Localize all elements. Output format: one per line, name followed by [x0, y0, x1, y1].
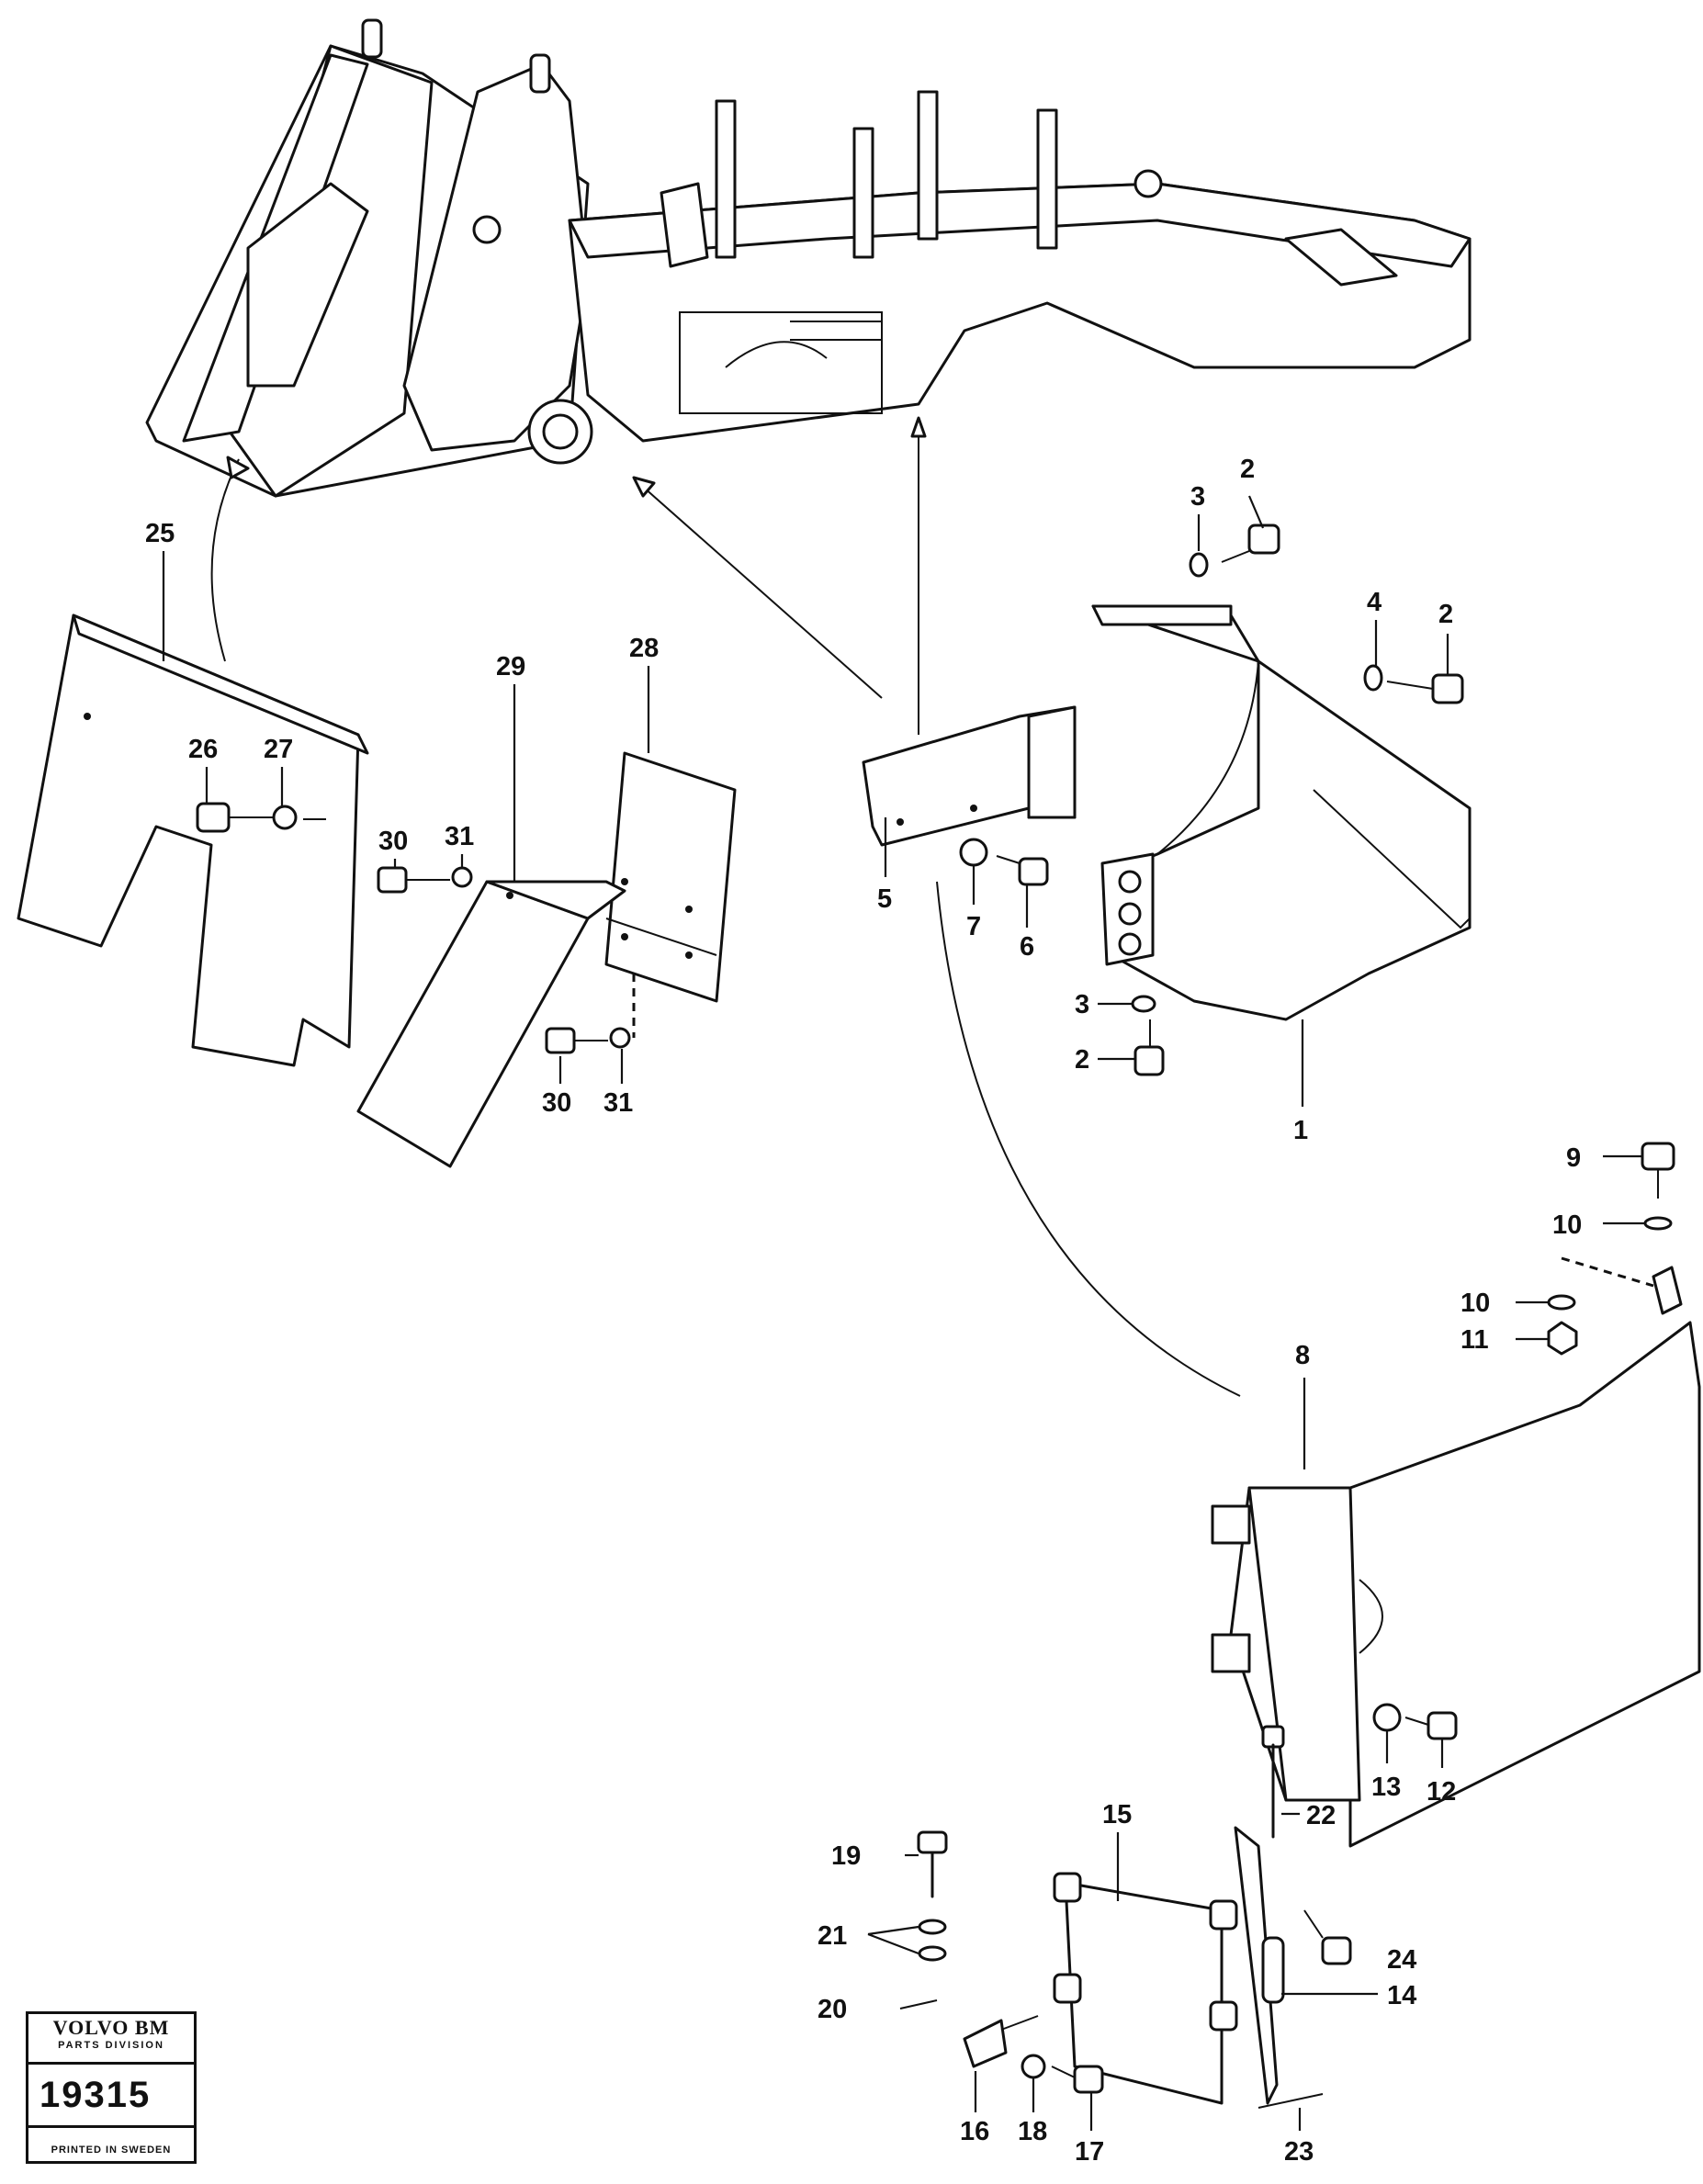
part-5-bracket: [862, 705, 1077, 847]
leader-lines: [162, 495, 1644, 2131]
main-frame: [145, 18, 1472, 498]
screw-26: [196, 802, 276, 833]
washer-31-top: [451, 866, 473, 888]
callout-30-top: 30: [378, 827, 408, 856]
callout-29: 29: [496, 652, 525, 681]
callout-31-bottom: 31: [603, 1088, 633, 1118]
screw-9: [1641, 1142, 1675, 1199]
callout-22: 22: [1306, 1801, 1336, 1830]
callout-9: 9: [1566, 1143, 1581, 1173]
callout-26: 26: [188, 735, 218, 764]
screw-20: [899, 1999, 938, 2010]
callout-20: 20: [818, 1995, 847, 2024]
screw-2-right: [1386, 673, 1464, 704]
washer-13: [1372, 1703, 1402, 1732]
rod-22: [1261, 1725, 1285, 1839]
badge-printed: PRINTED IN SWEDEN: [51, 2145, 172, 2156]
callout-10-bottom: 10: [1461, 1289, 1490, 1318]
screw-30-bottom: [545, 1027, 608, 1054]
callout-5: 5: [877, 884, 892, 914]
washer-3-bottom: [1131, 995, 1156, 1013]
callout-14: 14: [1387, 1981, 1416, 2010]
callout-15: 15: [1102, 1800, 1132, 1829]
badge-division: PARTS DIVISION: [58, 2040, 164, 2051]
callout-18: 18: [1018, 2117, 1047, 2146]
washer-10-top: [1643, 1216, 1673, 1231]
callout-11: 11: [1461, 1325, 1489, 1355]
callout-13: 13: [1371, 1773, 1401, 1802]
callout-16: 16: [960, 2117, 989, 2146]
callout-2-right: 2: [1438, 600, 1453, 629]
part-14-hinge: [1234, 1826, 1285, 2105]
callout-2-bottom: 2: [1075, 1045, 1089, 1075]
callout-2-top: 2: [1240, 455, 1255, 484]
part-29-bracket: [356, 880, 636, 1168]
callout-25: 25: [145, 519, 175, 548]
callout-24: 24: [1387, 1945, 1416, 1975]
callout-30-bottom: 30: [542, 1088, 571, 1118]
pin-23: [1258, 2093, 1324, 2109]
part-8-cover: [1211, 1256, 1701, 1848]
part-25-cover-plate: [17, 614, 369, 1067]
screw-2-bottom: [1133, 1019, 1165, 1076]
part-28-plate: [604, 751, 737, 1003]
callout-17: 17: [1075, 2137, 1104, 2167]
screw-2-top: [1221, 523, 1280, 563]
part-1-cover: [1091, 604, 1472, 1021]
nut-11: [1547, 1321, 1578, 1356]
washer-10-bottom: [1547, 1294, 1576, 1311]
badge-brand: VOLVO BM: [52, 2016, 170, 2039]
clip-16: [963, 2015, 1039, 2068]
callout-12: 12: [1427, 1777, 1456, 1807]
callout-23: 23: [1284, 2137, 1314, 2167]
callout-labels: 25 26 27 30 31 29 28 30 31 5 7 6 3 2 4 2…: [145, 455, 1582, 2167]
assembly-arrows: [210, 416, 1241, 1397]
washer-18: [1021, 2054, 1046, 2079]
callout-1: 1: [1293, 1116, 1308, 1145]
screw-6: [996, 855, 1049, 886]
callout-10-top: 10: [1552, 1210, 1582, 1240]
screw-17: [1051, 2065, 1104, 2094]
washers-21: [918, 1919, 947, 1962]
callout-6: 6: [1020, 932, 1034, 962]
callout-19: 19: [831, 1841, 861, 1871]
callout-21: 21: [818, 1921, 847, 1951]
callout-7: 7: [966, 912, 981, 941]
badge-number: 19315: [28, 2062, 194, 2128]
callout-8: 8: [1295, 1341, 1310, 1370]
callout-3-top: 3: [1190, 482, 1205, 512]
screw-19: [917, 1830, 948, 1898]
screw-30-top: [377, 866, 450, 894]
callout-28: 28: [629, 634, 659, 663]
washer-31-bottom: [609, 1027, 631, 1049]
washer-7: [959, 838, 988, 867]
washer-3-top: [1189, 552, 1209, 578]
callout-27: 27: [264, 735, 293, 764]
part-15-plate: [1053, 1872, 1238, 2105]
callout-3-bottom: 3: [1075, 990, 1089, 1019]
parts-catalog-badge: VOLVO BM PARTS DIVISION 19315 PRINTED IN…: [26, 2011, 197, 2164]
callout-4: 4: [1367, 588, 1382, 617]
washer-4: [1363, 664, 1383, 692]
callout-31-top: 31: [445, 822, 474, 851]
screw-24: [1303, 1909, 1352, 1965]
washer-27: [272, 805, 326, 830]
